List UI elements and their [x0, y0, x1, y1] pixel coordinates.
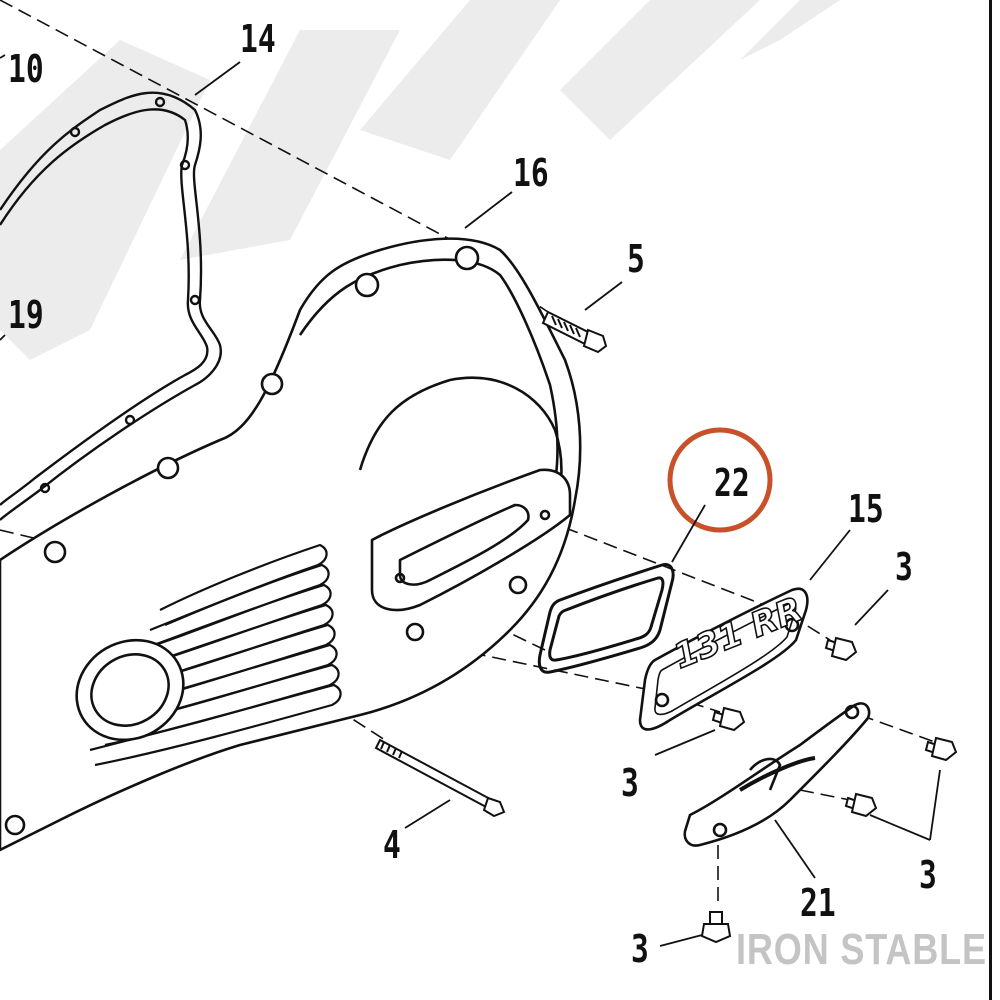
assembly-line-upper-right: [544, 519, 791, 616]
fasteners-3: [700, 636, 958, 944]
leader-10: [0, 54, 6, 59]
bracket-hole: [844, 704, 860, 720]
callout-22: 22: [714, 461, 750, 505]
primary-cover-16: [0, 237, 582, 852]
highlight-circle: [667, 427, 773, 533]
bolt-4-shank: [374, 738, 494, 810]
callout-14: 14: [240, 17, 276, 61]
gasket-bolt-hole: [154, 96, 166, 108]
leader-3d: [659, 934, 703, 947]
leader-22: [671, 504, 706, 563]
watermark-letter-b: [560, 0, 760, 140]
bracket-21-tab: [749, 757, 782, 791]
fastener-upper-right: [824, 636, 858, 662]
gasket-bolt-hole: [69, 126, 81, 138]
callout-21: 21: [800, 881, 836, 925]
clutch-bulge: [75, 638, 185, 742]
bracket-hole: [712, 822, 728, 838]
assembly-line-bracket-lower: [799, 789, 851, 801]
gasket-14-outline-outer: [0, 91, 222, 521]
brand-watermark: IRON STABLE: [736, 925, 987, 974]
assembly-line-top: [0, 0, 471, 251]
fin: [89, 683, 342, 767]
screw-5: [541, 310, 608, 354]
callout-10: 10: [8, 47, 44, 91]
callout-3-bottom: 3: [631, 927, 649, 971]
bolt-boss: [260, 372, 284, 396]
mount-hole: [394, 572, 406, 584]
leader-3a: [854, 589, 889, 626]
inspection-cover-plate: [638, 587, 809, 731]
frame-border-right: [989, 0, 992, 1000]
gasket-14: [0, 91, 222, 521]
gasket-14-outline-inner: [0, 108, 209, 506]
cooling-fins: [89, 543, 342, 767]
inspection-slot: [398, 503, 530, 586]
leader-21: [774, 819, 816, 879]
watermark-letter-a: [360, 0, 560, 160]
screw-5-head: [582, 328, 608, 354]
bracket-21-detail: [738, 756, 816, 792]
leader-3c-right: [929, 769, 941, 841]
inspection-cover-edge: [654, 602, 797, 716]
bolt-boss: [454, 245, 480, 271]
leader-3c-left: [869, 814, 931, 841]
cover-hole: [784, 617, 800, 633]
screw-5-threads: [551, 315, 581, 338]
gasket-22-outer: [537, 562, 675, 674]
callout-3-right: 3: [919, 853, 937, 897]
gasket-bolt-hole: [179, 159, 191, 171]
gasket-22: [537, 562, 675, 674]
callout-3-upper: 3: [895, 545, 913, 589]
gasket-bolt-hole: [189, 294, 201, 306]
callout-5: 5: [627, 237, 645, 281]
bolt-boss: [405, 622, 425, 642]
watermark-letter-s: [0, 40, 210, 360]
callout-15: 15: [848, 487, 884, 531]
fastener-middle: [711, 706, 746, 732]
callout-16: 16: [513, 151, 549, 195]
assembly-line-bracket-right: [859, 714, 936, 743]
fastener-bracket-lower: [844, 792, 878, 818]
bolt-4-threads: [380, 741, 403, 759]
leader-15: [809, 529, 851, 581]
bolt-boss: [156, 456, 180, 480]
leader-3b: [654, 729, 716, 756]
leader-lines: [0, 54, 941, 947]
leader-5: [584, 281, 623, 311]
leader-16: [464, 191, 513, 229]
leader-14: [194, 61, 241, 96]
gasket-22-inner: [548, 576, 665, 662]
inspection-cover-15: [638, 587, 809, 731]
bolt-boss: [43, 540, 67, 564]
fastener-bracket-right: [924, 736, 958, 762]
callout-4: 4: [383, 823, 401, 867]
leader-19: [0, 334, 6, 341]
bolt-boss: [508, 575, 528, 595]
bolt-4-head: [482, 796, 506, 818]
cover-hole: [654, 692, 670, 708]
leader-4: [404, 799, 451, 829]
watermark-letter-t: [180, 30, 400, 260]
background-watermark: [0, 0, 840, 360]
clutch-bulge-inner: [90, 653, 170, 727]
gasket-bolt-hole: [39, 482, 51, 494]
mount-hole: [539, 509, 551, 521]
bolt-boss: [4, 814, 26, 836]
fastener-bottom: [700, 911, 732, 944]
bolt-boss: [354, 272, 380, 298]
gasket-bolt-hole: [124, 414, 136, 426]
callout-3-middle: 3: [621, 761, 639, 805]
bolt-4: [374, 738, 506, 818]
callout-19: 19: [8, 293, 44, 337]
watermark-letter-l: [740, 0, 840, 60]
bracket-21: [683, 702, 871, 847]
derby-cover-arc: [358, 376, 563, 506]
